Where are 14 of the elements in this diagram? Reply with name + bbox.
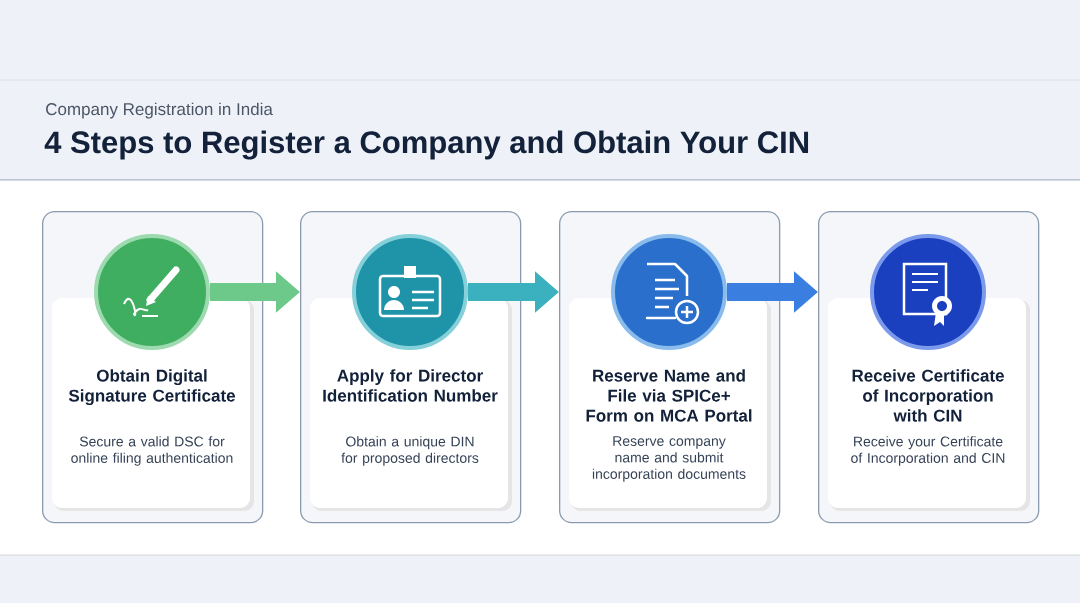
step-heading: Obtain Digital Signature Certificate xyxy=(68,369,235,406)
step-description: Secure a valid DSC for online filing authentication xyxy=(71,436,233,466)
step-description: Obtain a unique DIN for proposed directors xyxy=(341,436,479,466)
icon-circle xyxy=(352,234,468,350)
icon-circle xyxy=(870,234,986,350)
step-heading: Reserve Name and File via SPICe+ Form on MCA Portal xyxy=(586,369,752,422)
icon-circle xyxy=(611,234,727,350)
step-description: Receive your Certificate of Incorporation and CIN xyxy=(851,436,1005,466)
step-description: Reserve company name and submit incorporation documents xyxy=(592,436,746,482)
icon-circle xyxy=(94,234,210,350)
step-heading: Apply for Director Identification Number xyxy=(323,369,498,402)
subtitle: Company Registration in India xyxy=(46,102,273,119)
step-heading: Receive Certificate of Incorporation with CIN xyxy=(852,369,1004,422)
title: 4 Steps to Register a Company and Obtain Your CIN xyxy=(44,130,809,160)
